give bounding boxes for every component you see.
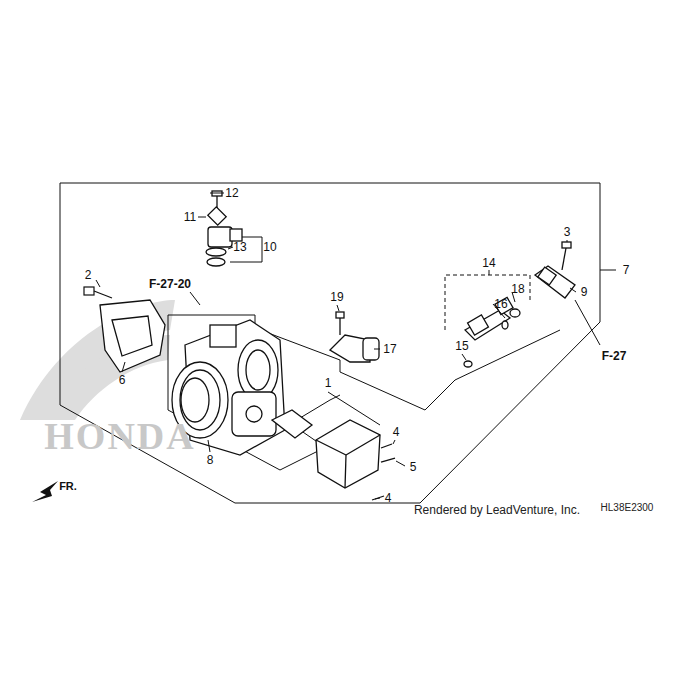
callout-number: F-27 xyxy=(602,349,627,363)
callout-number: 18 xyxy=(511,282,524,296)
callout-number: 4 xyxy=(385,491,392,505)
callout-number: 12 xyxy=(225,186,238,200)
callout-number: 17 xyxy=(383,342,396,356)
callout-number: 10 xyxy=(263,240,276,254)
wing-watermark xyxy=(20,300,175,420)
callout-number: 8 xyxy=(207,453,214,467)
callout-number: 5 xyxy=(410,460,417,474)
callout-number: 9 xyxy=(581,285,588,299)
watermark: HONDA xyxy=(44,416,195,456)
callout-number: 19 xyxy=(330,290,343,304)
injector xyxy=(464,297,520,367)
sensor xyxy=(206,191,242,266)
front-arrow xyxy=(32,481,58,502)
callout-number: 2 xyxy=(85,268,92,282)
callout-number: 13 xyxy=(233,240,246,254)
part-bracket xyxy=(100,300,165,372)
callout-number: 11 xyxy=(184,210,196,224)
callout-number: 6 xyxy=(119,373,126,387)
note-text: Rendered by LeadVenture, Inc. xyxy=(414,503,580,517)
callout-number: 3 xyxy=(564,225,571,239)
callout-number: FR. xyxy=(59,479,77,493)
callout-number: 14 xyxy=(482,256,495,270)
callout-number: 7 xyxy=(623,263,630,277)
callout-number: 1 xyxy=(325,376,332,390)
note-text: HL38E2300 xyxy=(601,501,654,515)
callout-number: F-27-20 xyxy=(149,277,191,291)
callout-number: 15 xyxy=(455,339,468,353)
callout-number: 16 xyxy=(494,297,507,311)
callout-number: 4 xyxy=(393,425,400,439)
